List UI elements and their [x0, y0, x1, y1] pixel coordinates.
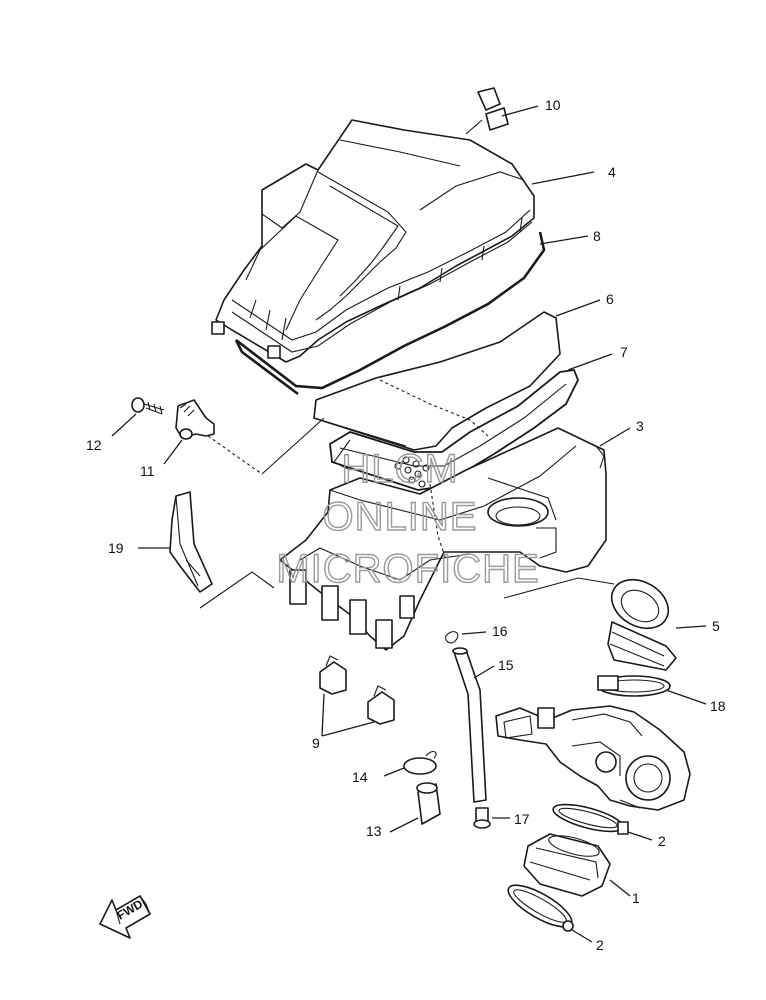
part-2-band-lower	[507, 884, 574, 932]
part-13-drain-cap	[416, 782, 441, 825]
part-1-intake-manifold	[523, 833, 611, 897]
callout-11: 11	[140, 463, 155, 479]
callout-18: 18	[710, 698, 726, 714]
callout-6: 6	[606, 291, 614, 307]
watermark-line-2: ONLINE	[323, 495, 478, 539]
part-3-airbox-case	[279, 427, 607, 651]
part-12-screw	[131, 397, 165, 415]
part-6-filter-element	[313, 311, 561, 451]
callout-labels: 10 4 8 6 7 3 12 11 19 5 16 15 18 9 14 13…	[86, 97, 726, 953]
watermark-line-3: MICROFICHE	[276, 547, 539, 591]
part-10-label	[465, 87, 509, 135]
callout-2-upper: 2	[658, 833, 666, 849]
part-14-drain-clip	[403, 750, 437, 775]
callout-10: 10	[545, 97, 561, 113]
callout-9: 9	[312, 735, 320, 751]
part-2-band-upper	[552, 803, 629, 835]
part-5-intake-joint	[607, 578, 677, 671]
watermark: HLCM ONLINE MICROFICHE	[276, 446, 540, 591]
callout-5: 5	[712, 618, 720, 634]
leader-lines	[111, 105, 707, 943]
callout-8: 8	[593, 228, 601, 244]
callout-12: 12	[86, 437, 102, 453]
fwd-direction-badge: FWD	[99, 895, 151, 939]
part-9-dampers	[319, 655, 395, 725]
part-11-sensor	[175, 399, 215, 440]
part-17-plug	[473, 807, 491, 829]
throttle-body	[495, 705, 691, 811]
part-18-clamp	[597, 675, 671, 697]
callout-4: 4	[608, 164, 616, 180]
callout-3: 3	[636, 418, 644, 434]
watermark-line-1: HLCM	[341, 447, 458, 491]
callout-14: 14	[352, 769, 368, 785]
callout-19: 19	[108, 540, 124, 556]
callout-15: 15	[498, 657, 514, 673]
callout-13: 13	[366, 823, 382, 839]
part-8-gasket	[234, 231, 546, 396]
reference-lines	[199, 417, 615, 609]
part-19-bracket	[169, 491, 213, 593]
callout-17: 17	[514, 811, 530, 827]
part-15-hose	[452, 647, 487, 803]
callout-16: 16	[492, 623, 508, 639]
part-16-clip	[445, 631, 459, 644]
callout-1: 1	[632, 890, 640, 906]
callout-2-lower: 2	[596, 937, 604, 953]
filter-perforation-pattern	[394, 456, 430, 488]
callout-7: 7	[620, 344, 628, 360]
part-4-airbox-cover	[211, 119, 535, 363]
